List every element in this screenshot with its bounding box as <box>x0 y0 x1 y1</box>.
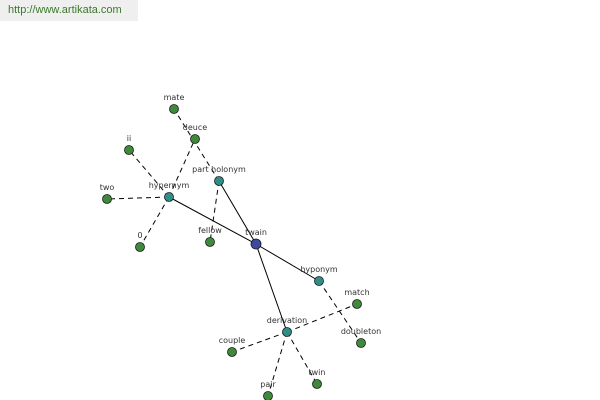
node-deuce[interactable]: deuce <box>183 123 207 144</box>
node-dot-zero[interactable] <box>135 242 145 252</box>
node-label-match: match <box>344 288 369 297</box>
edge-twain-hypernym <box>168 196 257 245</box>
node-label-derivation: derivation <box>267 316 307 325</box>
node-dot-doubleton[interactable] <box>356 338 366 348</box>
node-doubleton[interactable]: doubleton <box>341 327 381 348</box>
node-twin[interactable]: twin <box>309 368 326 389</box>
edge-hypernym-two <box>106 196 170 200</box>
node-dot-ii[interactable] <box>124 145 134 155</box>
edge-twain-hyponym <box>255 243 320 282</box>
node-mate[interactable]: mate <box>164 93 185 114</box>
node-label-zero: 0 <box>137 231 142 240</box>
node-label-doubleton: doubleton <box>341 327 381 336</box>
edge-derivation-couple <box>231 331 288 353</box>
node-hyponym[interactable]: hyponym <box>300 265 338 286</box>
node-two[interactable]: two <box>100 183 115 204</box>
node-dot-part_holonym[interactable] <box>214 176 224 186</box>
node-part_holonym[interactable]: part holonym <box>192 165 246 186</box>
node-dot-couple[interactable] <box>227 347 237 357</box>
node-dot-hypernym[interactable] <box>164 192 174 202</box>
node-label-hypernym: hypernym <box>149 181 190 190</box>
edge-hypernym-ii <box>128 149 170 198</box>
node-label-deuce: deuce <box>183 123 207 132</box>
edge-derivation-pair <box>267 331 288 397</box>
node-dot-pair[interactable] <box>263 391 273 400</box>
node-dot-hyponym[interactable] <box>314 276 324 286</box>
node-ii[interactable]: ii <box>124 134 134 155</box>
edge-derivation-twin <box>286 331 318 385</box>
node-label-fellow: fellow <box>198 226 222 235</box>
node-hypernym[interactable]: hypernym <box>149 181 190 202</box>
node-dot-match[interactable] <box>352 299 362 309</box>
node-fellow[interactable]: fellow <box>198 226 222 247</box>
node-couple[interactable]: couple <box>219 336 246 357</box>
node-label-ii: ii <box>127 134 131 143</box>
node-dot-twin[interactable] <box>312 379 322 389</box>
node-dot-two[interactable] <box>102 194 112 204</box>
node-match[interactable]: match <box>344 288 370 309</box>
node-dot-deuce[interactable] <box>190 134 200 144</box>
node-label-couple: couple <box>219 336 246 345</box>
node-dot-derivation[interactable] <box>282 327 292 337</box>
node-label-hyponym: hyponym <box>300 265 338 274</box>
edge-twain-part_holonym <box>218 180 257 245</box>
node-label-two: two <box>100 183 115 192</box>
edge-part_holonym-fellow <box>209 180 220 243</box>
edge-hyponym-doubleton <box>318 280 362 344</box>
node-pair[interactable]: pair <box>260 380 276 400</box>
graph-edges <box>106 108 362 397</box>
node-dot-twain[interactable] <box>250 238 262 250</box>
node-label-mate: mate <box>164 93 185 102</box>
node-twain[interactable]: twain <box>245 228 267 250</box>
node-label-twain: twain <box>245 228 267 237</box>
watermark-url: http://www.artikata.com <box>0 0 138 21</box>
edge-derivation-match <box>286 303 358 333</box>
node-derivation[interactable]: derivation <box>267 316 307 337</box>
node-dot-mate[interactable] <box>169 104 179 114</box>
edge-twain-derivation <box>255 243 288 333</box>
node-zero[interactable]: 0 <box>135 231 145 252</box>
node-label-pair: pair <box>260 380 276 389</box>
node-dot-fellow[interactable] <box>205 237 215 247</box>
edge-hypernym-zero <box>139 196 170 248</box>
edge-hypernym-deuce <box>168 138 196 198</box>
node-label-twin: twin <box>309 368 326 377</box>
node-label-part_holonym: part holonym <box>192 165 246 174</box>
